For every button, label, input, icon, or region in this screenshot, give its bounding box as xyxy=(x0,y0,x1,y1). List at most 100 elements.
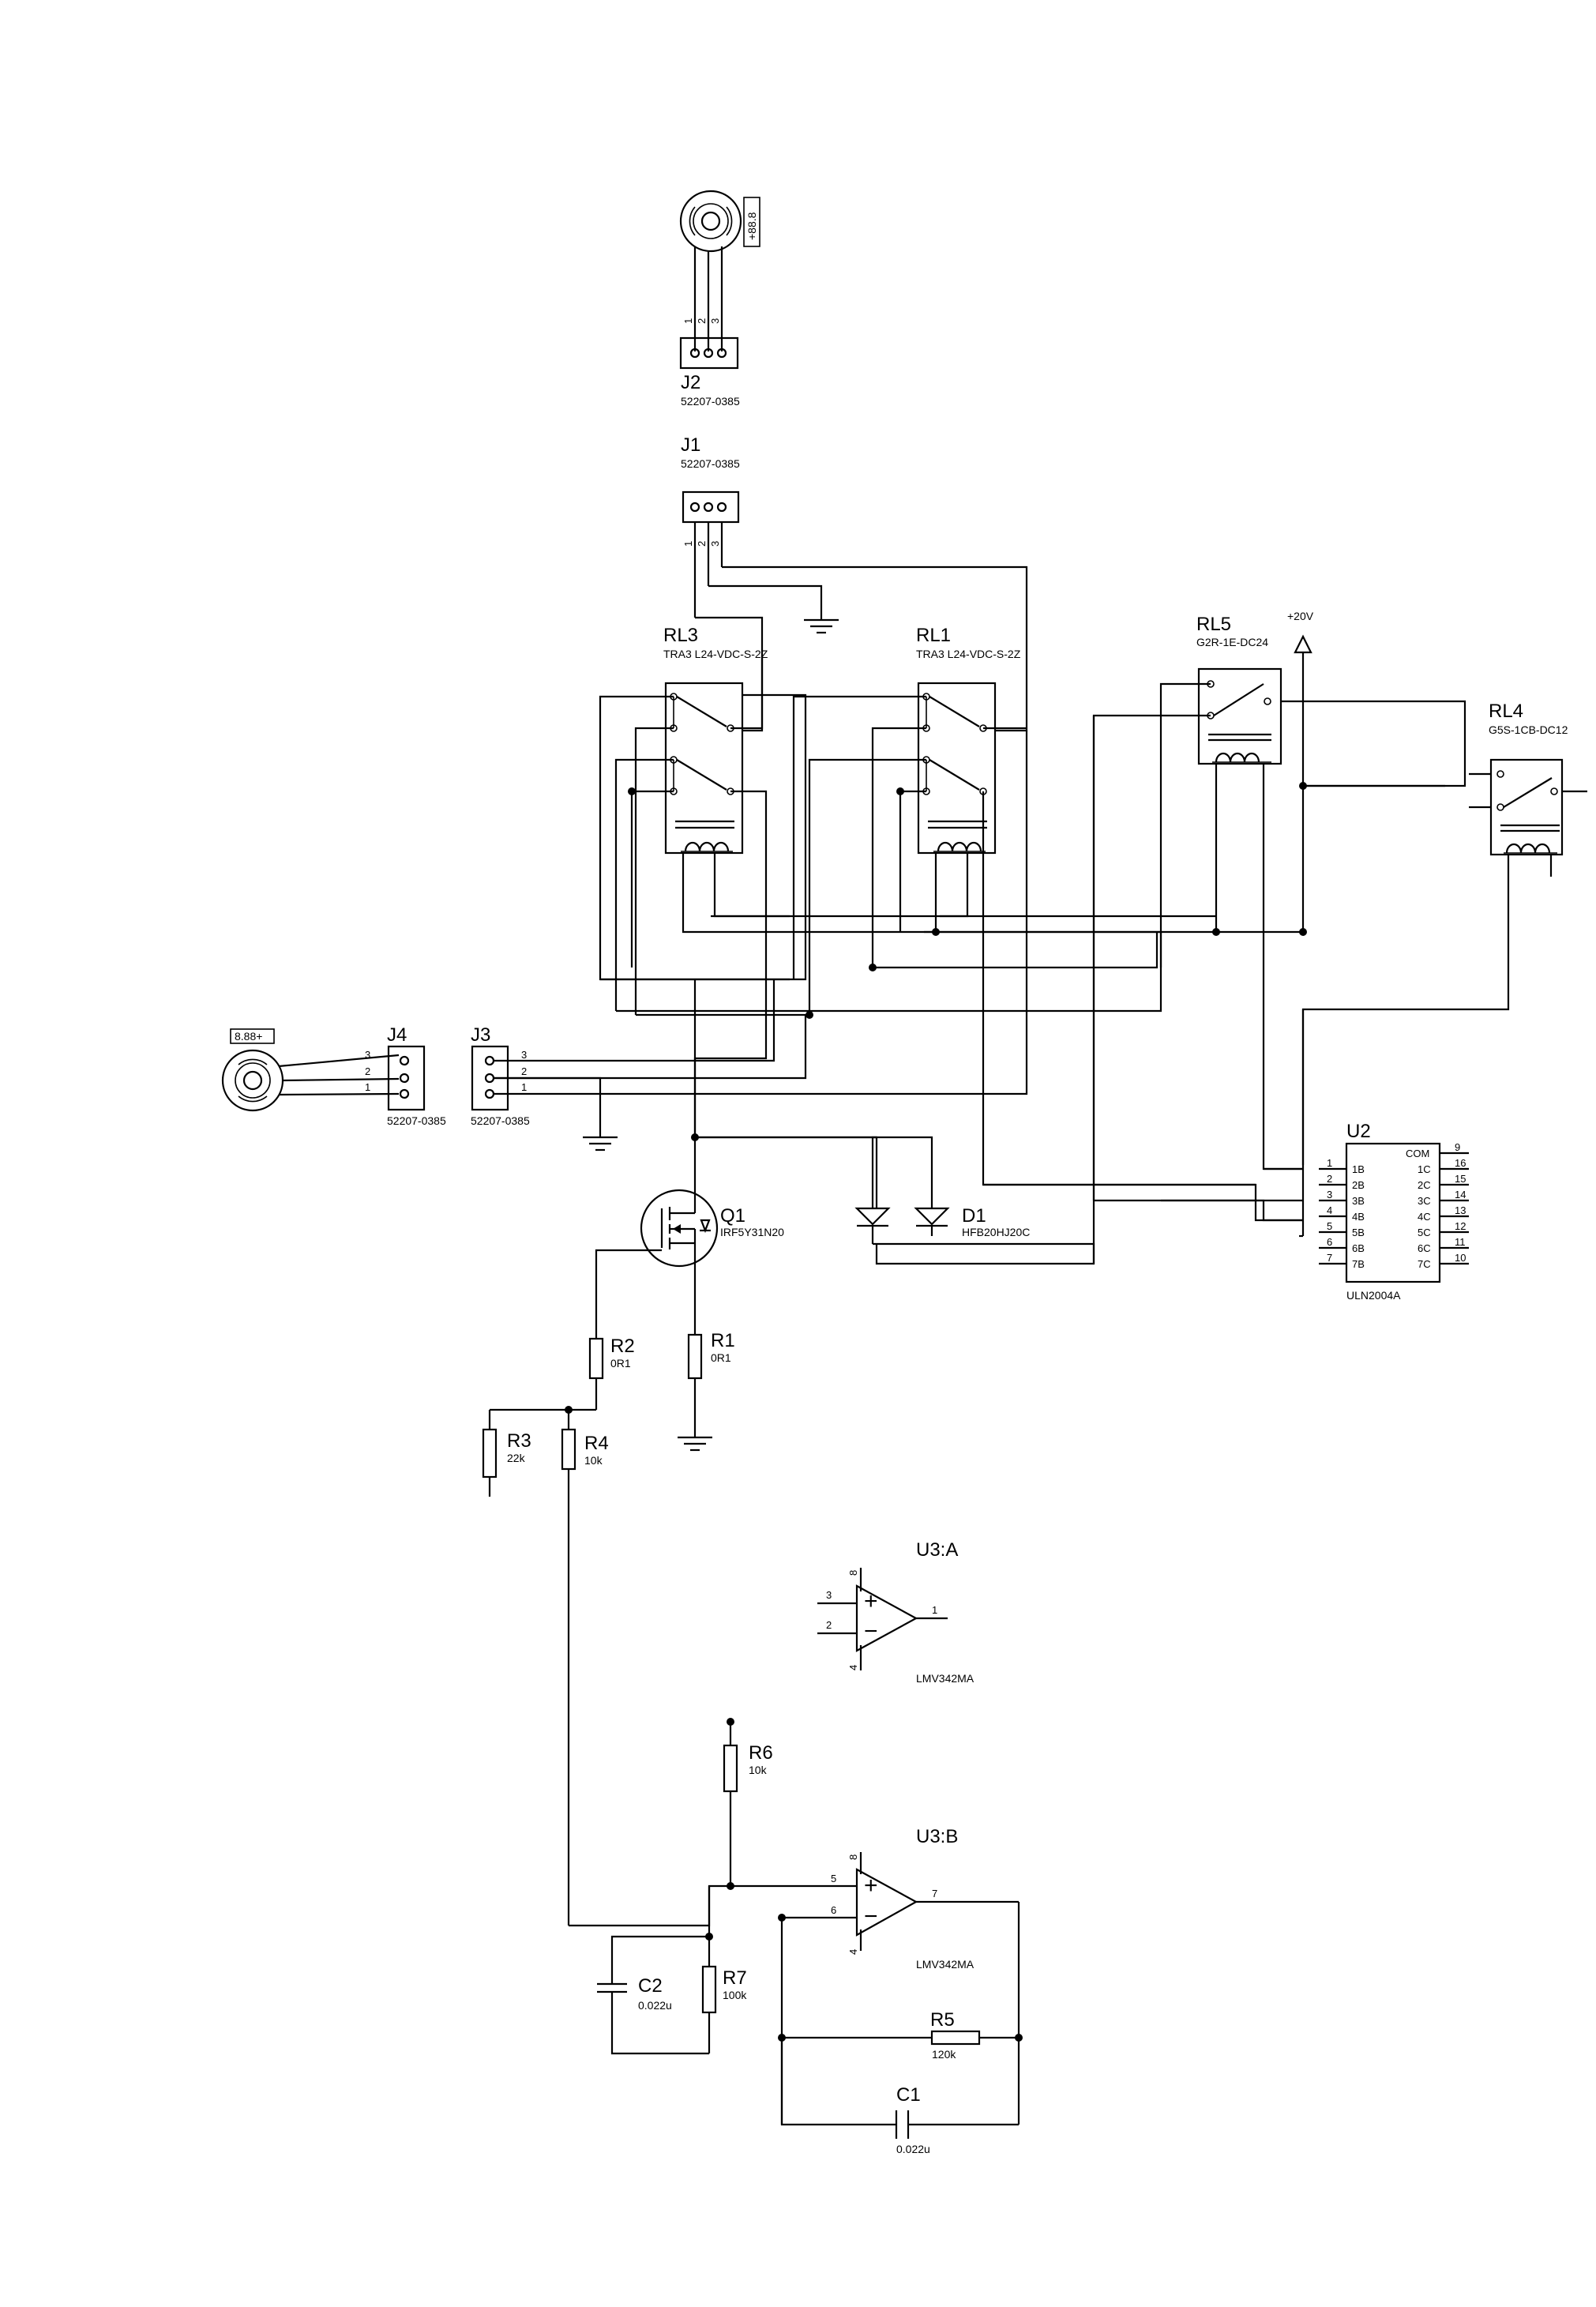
resistor-r3: R3 22k xyxy=(482,1410,531,1497)
u2-right-pin-number: 12 xyxy=(1455,1220,1466,1232)
j4-pin-2: 2 xyxy=(365,1065,370,1077)
c1-ref: C1 xyxy=(896,2084,921,2106)
rl4-wiring xyxy=(1301,855,1510,1236)
rl1-ref: RL1 xyxy=(916,625,951,646)
u2-value: ULN2004A xyxy=(1346,1289,1401,1302)
u2-left-pin-number: 4 xyxy=(1327,1204,1332,1216)
rl5-value: G2R-1E-DC24 xyxy=(1196,636,1268,648)
j4-value: 52207-0385 xyxy=(387,1114,446,1127)
u2-right-pin-number: 9 xyxy=(1455,1141,1460,1153)
resistor-r6: R6 10k xyxy=(723,1718,773,1886)
u2-right-pin-name: 3C xyxy=(1418,1195,1431,1207)
u2-left-pin-name: 6B xyxy=(1352,1242,1365,1254)
r6-ref: R6 xyxy=(749,1742,773,1764)
j2-pin-3: 3 xyxy=(709,318,721,324)
resistor-r2: R2 0R1 xyxy=(588,1335,635,1410)
relay-rl3: RL3 TRA3 L24-VDC-S-2Z xyxy=(663,625,768,855)
mosfet-q1: Q1 IRF5Y31N20 xyxy=(640,1189,784,1268)
c2-value: 0.022u xyxy=(638,1999,672,2012)
d1-output-wire xyxy=(873,1242,1095,1264)
wire-j1-pin3 xyxy=(722,565,1028,732)
j3-value: 52207-0385 xyxy=(471,1114,530,1127)
rl3-value: TRA3 L24-VDC-S-2Z xyxy=(663,648,768,660)
j3-pin-1: 1 xyxy=(521,1081,527,1093)
supply-label: +20V xyxy=(1287,610,1314,622)
diode-d1: D1 HFB20HJ20C xyxy=(695,1136,1030,1244)
connector-j2: 1 2 3 J2 52207-0385 xyxy=(679,318,740,408)
d1-value: HFB20HJ20C xyxy=(962,1226,1030,1238)
u2-left-pin-name: 5B xyxy=(1352,1227,1365,1238)
j4-pin-1: 1 xyxy=(365,1081,370,1093)
capacitor-c1: C1 0.022u xyxy=(895,2084,930,2155)
j2-ref: J2 xyxy=(681,372,700,393)
u3b-pin-6: 6 xyxy=(831,1904,836,1916)
u3b-value: LMV342MA xyxy=(916,1958,974,1971)
rl1-wiring xyxy=(792,695,1303,1222)
j1-pin-3: 3 xyxy=(709,541,721,547)
u2-left-pin-name: 7B xyxy=(1352,1258,1365,1270)
u3a-minus: − xyxy=(864,1618,878,1644)
j1-value: 52207-0385 xyxy=(681,457,740,470)
j1-pin-2: 2 xyxy=(696,541,708,547)
u2-right-pin-name: 5C xyxy=(1418,1227,1431,1238)
j2-pin-1: 1 xyxy=(682,318,694,324)
r7-value: 100k xyxy=(723,1989,747,2001)
d1-ref: D1 xyxy=(962,1205,986,1227)
u2-left-pin-name: 2B xyxy=(1352,1179,1365,1191)
r5-ref: R5 xyxy=(930,2009,955,2031)
u2-left-pin-name: 1B xyxy=(1352,1163,1365,1175)
u3b-minus: − xyxy=(864,1903,878,1929)
u2-left-pin-name: 4B xyxy=(1352,1211,1365,1223)
j2-motor-symbol: +88.8 xyxy=(679,190,760,351)
u3b-pin-8: 8 xyxy=(847,1854,859,1860)
j4-pin-3: 3 xyxy=(365,1049,370,1061)
u3b-ref: U3:B xyxy=(916,1826,958,1847)
u2-right-pin-number: 11 xyxy=(1455,1236,1466,1248)
capacitor-c2: C2 0.022u xyxy=(597,1935,709,2055)
u2-ref: U2 xyxy=(1346,1121,1371,1142)
connector-j1: J1 52207-0385 1 2 3 xyxy=(681,434,740,618)
resistor-r7: R7 100k xyxy=(701,1886,747,2053)
u2-right-pin-name: 6C xyxy=(1418,1242,1431,1254)
rl4-value: G5S-1CB-DC12 xyxy=(1489,723,1568,736)
u2-left-pin-number: 2 xyxy=(1327,1173,1332,1185)
r4-to-u3b xyxy=(569,1884,730,1927)
j1-ref: J1 xyxy=(681,434,700,456)
j3-wiring xyxy=(494,731,1028,1152)
u2-right-pin-number: 15 xyxy=(1455,1173,1466,1185)
connector-j4: J4 3 2 1 52207-0385 xyxy=(365,1024,446,1127)
u2-left-pin-number: 3 xyxy=(1327,1189,1332,1200)
c1-value: 0.022u xyxy=(896,2143,930,2155)
r1-value: 0R1 xyxy=(711,1351,731,1364)
r7-ref: R7 xyxy=(723,1967,747,1989)
u3a-pin-1: 1 xyxy=(932,1604,937,1616)
r2-ref: R2 xyxy=(610,1336,635,1357)
u3b-pin-7: 7 xyxy=(932,1888,937,1899)
drain-to-diodes xyxy=(695,1136,878,1208)
u2-right-pin-number: 10 xyxy=(1455,1252,1466,1264)
feedback-network xyxy=(778,1902,1023,2126)
supply-20v: +20V xyxy=(1287,610,1445,932)
relay-rl4: RL4 G5S-1CB-DC12 xyxy=(1469,701,1587,877)
j3-ref: J3 xyxy=(471,1024,490,1046)
u3a-value: LMV342MA xyxy=(916,1672,974,1685)
r4-ref: R4 xyxy=(584,1433,609,1454)
q1-gate-wire xyxy=(595,1249,662,1335)
u3a-pin-8: 8 xyxy=(847,1570,859,1576)
u3b-pin-4: 4 xyxy=(847,1949,859,1955)
u2-right-pin-name: COM xyxy=(1406,1148,1429,1159)
resistor-r1: R1 0R1 xyxy=(678,1268,735,1452)
j3-pin-3: 3 xyxy=(521,1049,527,1061)
u3a-pin-4: 4 xyxy=(847,1665,859,1670)
r2-value: 0R1 xyxy=(610,1357,631,1370)
r1-ref: R1 xyxy=(711,1330,735,1351)
u2-right-pin-name: 4C xyxy=(1418,1211,1431,1223)
c2-ref: C2 xyxy=(638,1975,663,1997)
u2-left-pin-number: 7 xyxy=(1327,1252,1332,1264)
u2-right-pin-number: 13 xyxy=(1455,1204,1466,1216)
rl4-ref: RL4 xyxy=(1489,701,1523,722)
j2-value: 52207-0385 xyxy=(681,395,740,408)
rl1-value: TRA3 L24-VDC-S-2Z xyxy=(916,648,1021,660)
u2-right-pin-number: 14 xyxy=(1455,1189,1466,1200)
u3b-plus: + xyxy=(864,1873,878,1899)
